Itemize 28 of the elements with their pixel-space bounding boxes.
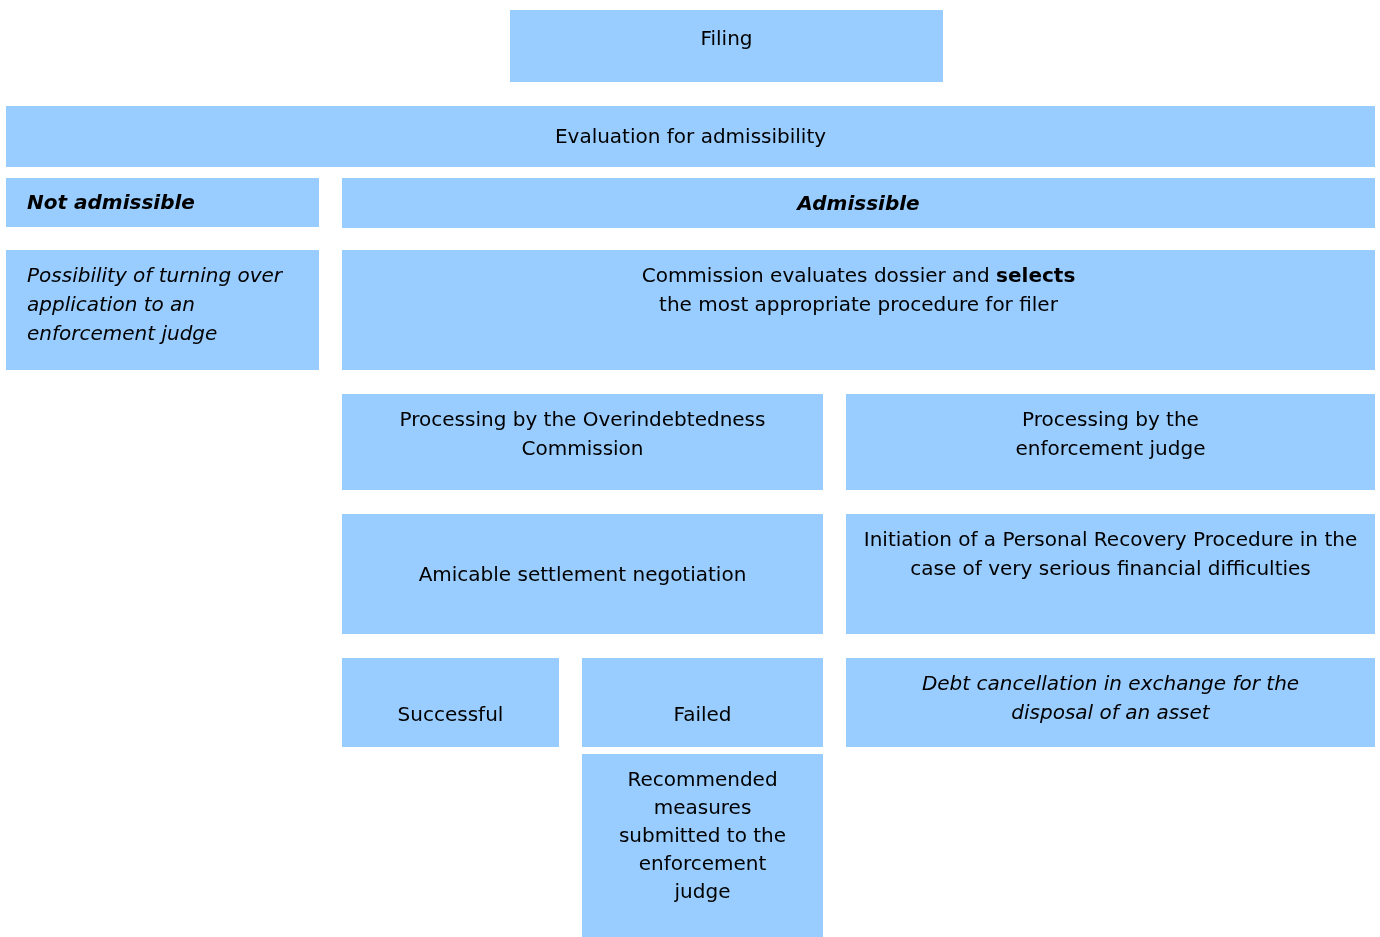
box-text: Successful (397, 701, 504, 728)
process-box (342, 514, 823, 634)
box-text: Admissible (797, 189, 920, 217)
process-box (582, 754, 823, 937)
process-box (342, 250, 1375, 370)
box-text: Debt cancellation in exchange for the disposal of an asset (920, 670, 1301, 726)
box-text: Evaluation for admissibility (554, 123, 827, 150)
box-text: Processing by the enforcement judge (1014, 406, 1207, 462)
process-box (846, 394, 1375, 490)
box-text: Filing (700, 25, 753, 52)
box-text: Recommended measures submitted to the enforcement judge (617, 766, 788, 905)
outcome-box (342, 178, 1375, 228)
outcome-box (6, 178, 319, 227)
process-box (846, 514, 1375, 634)
box-text: Initiation of a Personal Recovery Procedure in the case of very serious financial difficulties (862, 526, 1359, 582)
box-text: Commission evaluates dossier and selects the most appropriate procedure for filer (640, 262, 1077, 318)
box-text: Not admissible (27, 189, 195, 216)
process-box (6, 106, 1375, 167)
outcome-box (582, 658, 823, 747)
process-box (342, 394, 823, 490)
box-text: Failed (673, 701, 732, 728)
process-box (510, 10, 943, 82)
outcome-box (846, 658, 1375, 747)
box-text: Possibility of turning over application to an enforcement judge (27, 262, 284, 347)
box-text: Processing by the Overindebtedness Commission (398, 406, 767, 462)
note-box (6, 250, 319, 370)
box-text: Amicable settlement negotiation (418, 560, 747, 588)
outcome-box (342, 658, 559, 747)
